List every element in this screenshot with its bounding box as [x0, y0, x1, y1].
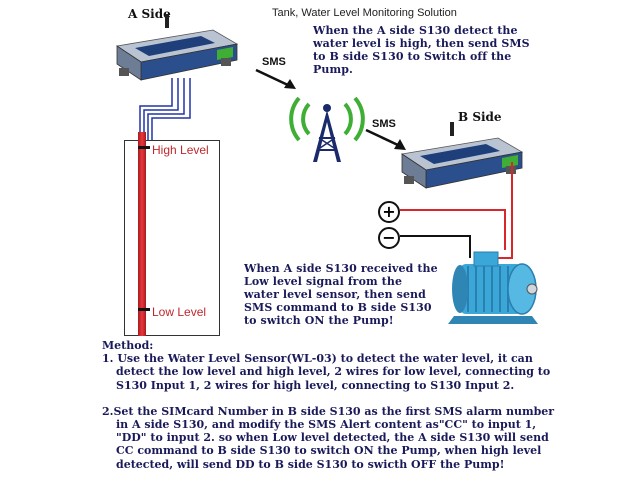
low-level-marker — [138, 308, 150, 311]
pump-icon — [448, 251, 538, 324]
method-step2-line2: in A side S130, and modify the SMS Alert… — [116, 418, 537, 432]
method-step1-line2: detect the low level and high level, 2 w… — [116, 365, 551, 379]
method-section: Method: 1. Use the Water Level Sensor(WL… — [102, 339, 640, 471]
method-step2-line4: CC command to B side S130 to switch ON t… — [116, 444, 542, 458]
method-spacer — [102, 392, 640, 405]
water-tank — [124, 140, 220, 336]
sms-arrow-2 — [365, 128, 406, 150]
method-step1-line3: S130 Input 1, 2 wires for high level, co… — [116, 378, 515, 392]
method-step2-line1: 2.Set the SIMcard Number in B side S130 … — [102, 404, 555, 418]
minus-icon: − — [378, 227, 400, 249]
sms-arrow-1 — [255, 68, 296, 89]
method-heading: Method: — [102, 339, 154, 352]
sms-label-2: SMS — [372, 118, 396, 130]
note-top: When the A side S130 detect the water le… — [313, 24, 530, 76]
method-step1-line1: 1. Use the Water Level Sensor(WL-03) to … — [102, 352, 533, 366]
plus-icon: + — [378, 201, 400, 223]
note-bottom: When A side S130 received the Low level … — [244, 262, 438, 327]
a-side-label: A Side — [128, 7, 171, 21]
low-level-label: Low Level — [152, 305, 207, 319]
high-level-label: High Level — [152, 143, 209, 157]
b-side-device — [390, 120, 530, 200]
a-side-device — [105, 12, 245, 92]
method-step2-line5: detected, will send DD to B side S130 to… — [116, 457, 505, 471]
diagram-title: Tank, Water Level Monitoring Solution — [272, 7, 457, 19]
cell-tower-icon — [289, 96, 365, 162]
level-sensor-rod — [138, 132, 146, 336]
sms-label-1: SMS — [262, 56, 286, 68]
high-level-marker — [138, 146, 150, 149]
b-side-label: B Side — [458, 110, 502, 124]
method-step2-line3: "DD" to input 2. so when Low level detec… — [116, 431, 549, 445]
